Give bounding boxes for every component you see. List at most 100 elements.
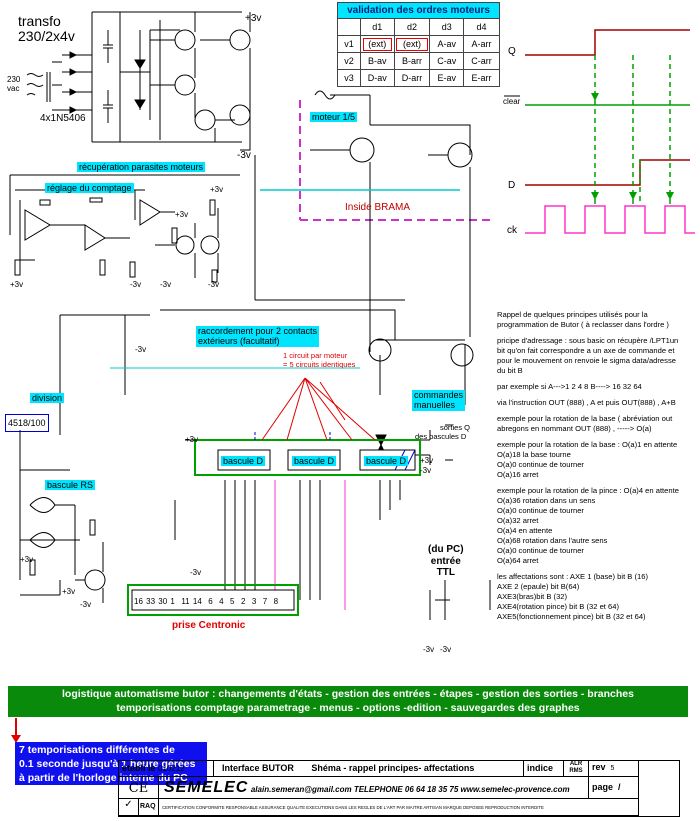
table-header <box>337 18 361 36</box>
power-supply-wiring <box>26 11 251 151</box>
table-cell: C-arr <box>462 52 501 70</box>
tempo-line3: à partir de l'horloge interne du PC <box>19 772 188 784</box>
rev-label: rev <box>592 762 606 772</box>
rail-minus3v-c: -3v <box>208 280 220 289</box>
pc-line3: TTL <box>436 567 455 578</box>
table-cell: C-av <box>429 52 464 70</box>
title-block: établi le 010212 Interface BUTOR Shéma -… <box>118 760 680 817</box>
banner-line1: logistique automatisme butor : changemen… <box>62 688 634 700</box>
sorties-label: sorties Q des bascules D <box>415 423 471 441</box>
notes-line: O(a)16 arret <box>497 470 539 480</box>
rail-plus3v-d: +3v <box>185 435 199 444</box>
table-header: d1 <box>360 18 395 36</box>
motor-coil <box>314 90 336 100</box>
bascule-d-label-3: bascule D <box>364 456 409 467</box>
raccordement-label: raccordement pour 2 contacts extérieurs … <box>196 326 320 347</box>
table-row: v2 B-av B-arr C-av C-arr <box>337 52 501 70</box>
notes-line: par exemple si A--->1 2 4 8 B----> 16 32… <box>497 382 642 392</box>
notes-paragraph: exemple pour la rotation de la base : O(… <box>497 440 697 480</box>
notes-paragraph: via l'instruction OUT (888) , A et puis … <box>497 398 697 408</box>
notes-line: O(a)68 rotation dans l'autre sens <box>497 536 608 546</box>
notes-line: AXE 2 (epaule) bit B(64) <box>497 582 580 592</box>
commandes-line1: commandes <box>414 390 464 400</box>
notes-line: via l'instruction OUT (888) , A et puis … <box>497 398 676 408</box>
circuit-note: 1 circuit par moteur = 5 circuits identi… <box>283 351 356 369</box>
raq-cell: RAQ <box>139 799 159 816</box>
table-row: v1 (ext) (ext) A-av A-arr <box>337 35 501 53</box>
table-cell: B-av <box>360 52 395 70</box>
op-amps <box>14 197 175 278</box>
transfo-label: transfo 230/2x4v <box>18 13 75 45</box>
prise-label: prise Centronic <box>172 620 246 631</box>
banner-line2: temporisations comptage parametrage - me… <box>116 702 580 714</box>
transfo-line2: 230/2x4v <box>18 28 75 45</box>
etabli-cell: établi le 010212 <box>119 761 214 777</box>
pin-label: 11 <box>181 597 190 606</box>
rail-plus3v-b: +3v <box>175 210 189 219</box>
rail-minus3v-f: -3v <box>190 568 202 577</box>
notes-paragraph: pricipe d'adressage : sous basic on récu… <box>497 336 697 376</box>
table-cell: (ext) <box>360 35 395 53</box>
counting-transistors <box>155 199 220 283</box>
sorties-line1: sorties Q <box>440 423 471 432</box>
rail-minus3v-d: -3v <box>135 345 147 354</box>
notes-paragraph: exemple pour la rotation de la base ( ab… <box>497 414 697 434</box>
timing-d-label: D <box>508 180 516 191</box>
table-cell: (ext) <box>393 35 431 53</box>
company-name: SEMELEC <box>164 779 249 796</box>
principles-notes: Rappel de quelques principes utilisés po… <box>497 310 697 628</box>
pin-label: 14 <box>192 597 202 606</box>
division-value: 4518/100 <box>5 414 49 433</box>
table-cell: v2 <box>337 52 361 70</box>
bascule-d-label-2: bascule D <box>292 456 337 467</box>
rail-minus3v-h: -3v <box>423 645 435 654</box>
notes-line: exemple pour la rotation de la base : O(… <box>497 440 678 450</box>
notes-paragraph: par exemple si A--->1 2 4 8 B----> 16 32… <box>497 382 697 392</box>
notes-line: du bit B <box>497 366 523 376</box>
rail-minus3v-a: -3v <box>130 280 142 289</box>
table-cell: v3 <box>337 69 361 87</box>
pc-input-label: (du PC) entrée TTL <box>428 544 464 579</box>
raq-label: RAQ <box>140 803 156 810</box>
pin-label: 4 <box>219 597 224 606</box>
notes-line: les affectations sont : AXE 1 (base) bit… <box>497 572 648 582</box>
pc-input-wires <box>429 580 491 620</box>
temporisation-box: 7 temporisations différentes de 0.1 seco… <box>15 742 207 785</box>
pin-label: 5 <box>230 597 235 606</box>
notes-paragraph: les affectations sont : AXE 1 (base) bit… <box>497 572 697 622</box>
certification-text: CERTIFICATION CONFORMITE RESPONSABLE ASS… <box>162 805 544 810</box>
table-row: v3 D-av D-arr E-av E-arr <box>337 69 501 87</box>
table-cell: E-av <box>429 69 464 87</box>
indice-label: indice <box>527 763 554 773</box>
pin-label: 7 <box>262 597 268 606</box>
diodes-label: 4x1N5406 <box>40 113 86 124</box>
alr-cell: ALR RMS <box>564 761 589 777</box>
company-cell: SEMELEC alain.semeran@gmail.com TELEPHON… <box>159 777 589 799</box>
sorties-line2: des bascules D <box>415 431 467 441</box>
notes-line: O(a)18 la base tourne <box>497 450 571 460</box>
drawing-title: Interface BUTOR <box>222 763 294 773</box>
notes-line: O(a)4 en attente <box>497 526 553 536</box>
table-header: d4 <box>462 18 501 36</box>
rail-plus3v-a: +3v <box>210 185 224 194</box>
notes-paragraph: Rappel de quelques principes utilisés po… <box>497 310 697 330</box>
annotation-arrows <box>261 377 376 441</box>
circuit-line2: = 5 circuits identiques <box>283 359 356 369</box>
validation-table: validation des ordres moteurs d1 d2 d3 d… <box>337 2 501 87</box>
ac-line1: 230 <box>7 75 21 84</box>
notes-line: O(a)36 rotation dans un sens <box>497 496 596 506</box>
centronic-connector <box>127 584 299 616</box>
ac-line2: vac <box>7 84 20 94</box>
pc-line2: entrée <box>430 555 461 567</box>
table-title: validation des ordres moteurs <box>337 2 500 19</box>
rail-plus3v-f: +3v <box>20 555 34 564</box>
timing-clear-label: clear <box>503 97 521 106</box>
drawing-subtitle: Shéma - rappel principes- affectations <box>311 763 475 773</box>
pin-label: 6 <box>208 597 213 606</box>
bus-wiring <box>9 155 405 435</box>
connector-pins: 16 33 30 1 11 14 6 4 5 2 3 7 8 <box>134 597 278 606</box>
table-header: d2 <box>393 18 431 36</box>
rail-plus3v-e: +3v <box>420 456 434 465</box>
rail-plus3v-top: +3v <box>245 13 262 24</box>
